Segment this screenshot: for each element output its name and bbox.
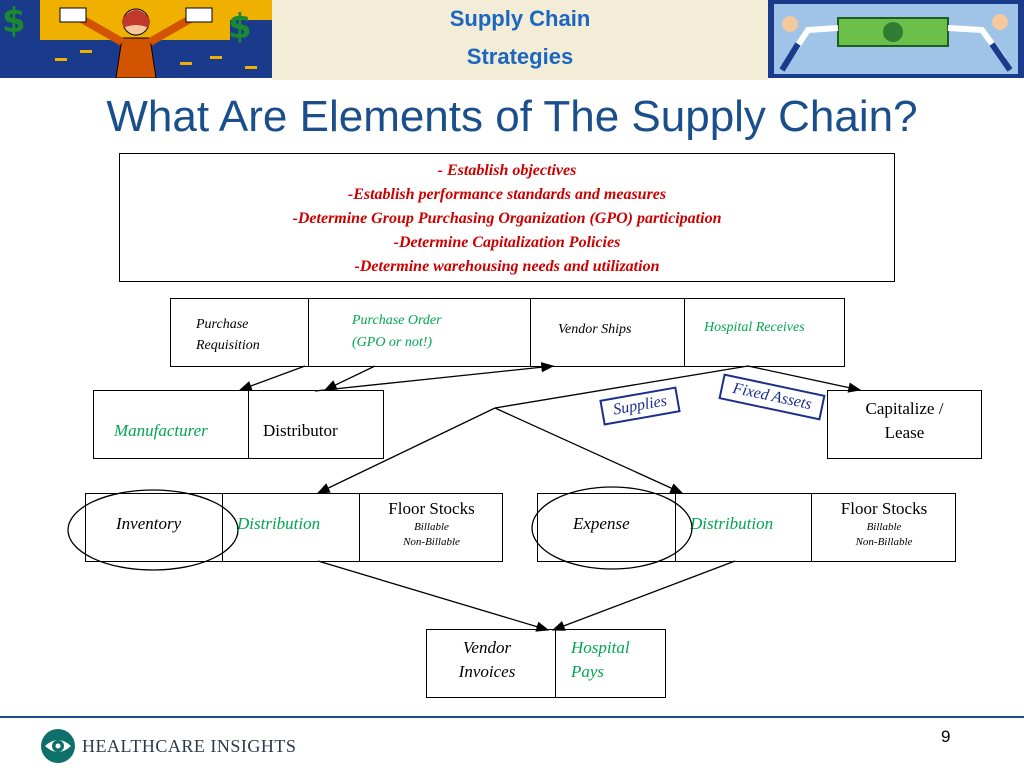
inventory-box: Inventory Distribution Floor Stocks Bill… <box>85 493 503 562</box>
objective-item: -Determine Capitalization Policies <box>393 234 621 251</box>
banner-title-line-1: Supply Chain <box>449 6 591 31</box>
arrow-to-expense <box>494 407 684 494</box>
inventory-floor-stocks-cell: Floor Stocks Billable Non-Billable <box>359 494 502 561</box>
capitalize-label-line-1: Capitalize / <box>865 399 944 418</box>
purchase-requisition-label-line-1: Purchase <box>196 317 249 332</box>
billable-label: Billable <box>866 521 902 533</box>
capitalize-label-line-2: Lease <box>884 423 925 442</box>
manufacturer-cell: Manufacturer <box>94 391 248 458</box>
logo-text: HEALTHCARE INSIGHTS <box>82 736 297 756</box>
manufacturer-label: Manufacturer <box>114 421 208 440</box>
hospital-receives-label: Hospital Receives <box>704 320 805 335</box>
money-person-clipart: $ $ <box>0 0 272 78</box>
purchase-requisition-label-line-2: Requisition <box>196 338 260 353</box>
vendor-ships-cell: Vendor Ships <box>530 299 684 366</box>
arrow-to-vendor-ships <box>314 362 555 392</box>
purchase-order-cell: Purchase Order (GPO or not!) <box>308 299 530 366</box>
payment-box: Vendor Invoices Hospital Pays <box>426 629 666 698</box>
supplies-tag: Supplies <box>599 386 681 426</box>
hospital-receives-cell: Hospital Receives <box>684 299 844 366</box>
page-title: What Are Elements of The Supply Chain? <box>106 92 918 141</box>
billable-label: Billable <box>414 521 449 533</box>
header-banner: $ $ Supply Chain Strategies <box>0 0 1024 80</box>
objective-item: -Establish performance standards and mea… <box>347 186 667 203</box>
inventory-distribution-cell: Distribution <box>222 494 359 561</box>
arrow-to-distributor <box>323 365 376 391</box>
capitalize-lease-box: Capitalize / Lease <box>827 390 982 459</box>
floor-stocks-label: Floor Stocks <box>388 499 475 518</box>
vendor-ships-label: Vendor Ships <box>558 322 632 337</box>
process-flow-box: Purchase Requisition Purchase Order (GPO… <box>170 298 845 367</box>
hospital-pays-cell: Hospital Pays <box>555 630 665 697</box>
hospital-pays-label-line-1: Hospital <box>571 638 630 657</box>
footer-divider <box>0 716 1024 718</box>
inventory-distribution-label: Distribution <box>237 514 321 533</box>
vendor-invoices-label-line-2: Invoices <box>458 662 516 681</box>
inventory-cell: Inventory <box>86 494 222 561</box>
page-number: 9 <box>941 727 951 746</box>
tug-of-war-clipart <box>768 0 1024 78</box>
arrow-inventory-to-payment <box>317 560 550 632</box>
banner-title-panel: Supply Chain Strategies <box>272 0 768 80</box>
objective-item: -Determine Group Purchasing Organization… <box>292 210 722 227</box>
vendor-invoices-cell: Vendor Invoices <box>427 630 555 697</box>
objectives-box: - Establish objectives -Establish perfor… <box>119 153 895 282</box>
expense-box: Expense Distribution Floor Stocks Billab… <box>537 493 956 562</box>
expense-distribution-label: Distribution <box>690 514 774 533</box>
hospital-pays-label-line-2: Pays <box>571 662 605 681</box>
svg-text:$: $ <box>228 7 252 47</box>
eye-logo-icon <box>41 729 75 763</box>
expense-floor-stocks-cell: Floor Stocks Billable Non-Billable <box>811 494 955 561</box>
arrow-expense-to-payment <box>551 560 736 631</box>
arrow-to-manufacturer <box>238 365 306 391</box>
non-billable-label: Non-Billable <box>855 536 913 548</box>
purchase-order-label-line-2: (GPO or not!) <box>352 335 433 350</box>
floor-stocks-label: Floor Stocks <box>840 499 928 518</box>
banner-title-line-2: Strategies <box>466 44 574 69</box>
objective-item: -Determine warehousing needs and utiliza… <box>354 258 660 275</box>
inventory-label: Inventory <box>116 514 182 533</box>
expense-label: Expense <box>573 514 630 533</box>
objective-item: - Establish objectives <box>437 162 577 179</box>
non-billable-label: Non-Billable <box>403 536 460 548</box>
svg-text:$: $ <box>2 1 26 41</box>
expense-distribution-cell: Distribution <box>675 494 811 561</box>
distributor-label: Distributor <box>263 421 338 440</box>
distributor-cell: Distributor <box>248 391 383 458</box>
purchase-requisition-cell: Purchase Requisition <box>171 299 308 366</box>
fixed-assets-tag: Fixed Assets <box>718 373 826 421</box>
vendor-invoices-label-line-1: Vendor <box>462 638 512 657</box>
purchase-order-label-line-1: Purchase Order <box>352 313 442 328</box>
source-box: Manufacturer Distributor <box>93 390 384 459</box>
expense-cell: Expense <box>538 494 675 561</box>
